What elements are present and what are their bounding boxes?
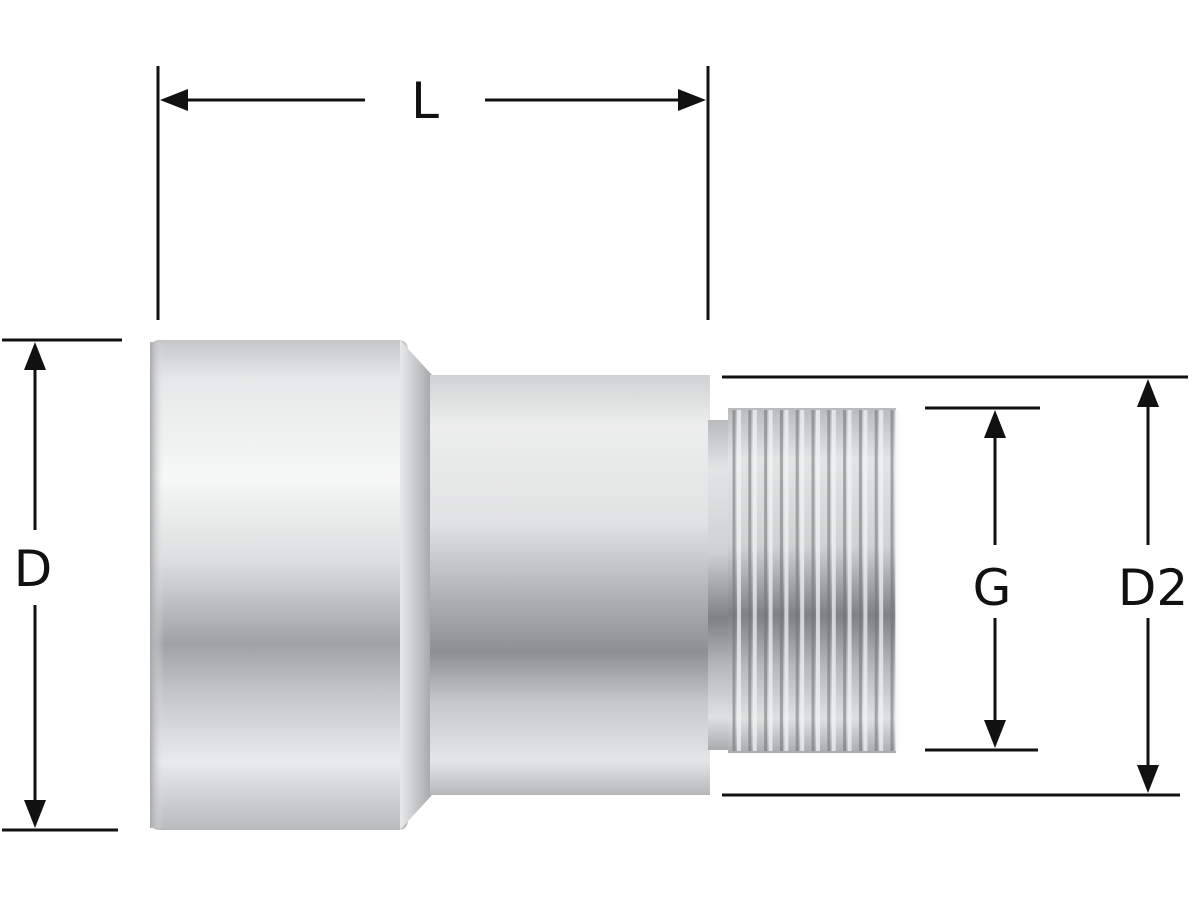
dimension-label-l: L <box>411 72 439 130</box>
dimension-label-g: G <box>973 559 1012 617</box>
thread-ridges <box>732 410 899 751</box>
thread-neck <box>708 420 730 750</box>
dimension-label-d: D <box>14 540 53 598</box>
body-section <box>430 375 710 795</box>
dimension-d-arrows <box>24 342 46 828</box>
dimension-d2-arrows <box>1137 379 1159 793</box>
dimension-d2 <box>722 375 1188 797</box>
dimension-l-arrows <box>160 89 706 111</box>
socket-left-edge <box>150 342 164 828</box>
pipe-fitting <box>150 340 899 830</box>
step-chamfer <box>400 340 432 830</box>
dimension-l <box>156 66 710 320</box>
socket-section <box>150 340 408 830</box>
dimension-g-arrows <box>984 410 1006 748</box>
dimension-d <box>2 338 122 832</box>
dimension-label-d2: D2 <box>1118 559 1188 617</box>
